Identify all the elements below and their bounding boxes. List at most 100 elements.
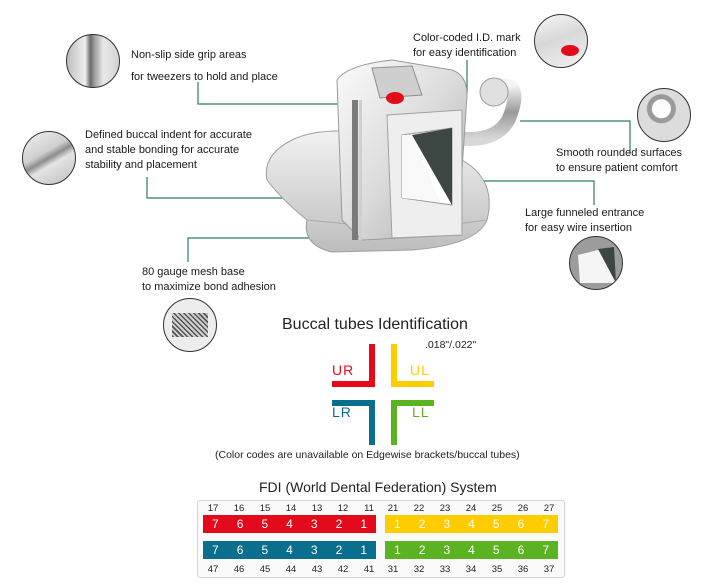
bar-number: 3 <box>443 543 451 557</box>
tooth-number: 33 <box>439 564 451 575</box>
quadrant-ll-mark <box>391 400 434 445</box>
bar-number: 4 <box>468 517 475 531</box>
callout-indent-line2: and stable bonding for accurate <box>85 144 240 156</box>
bar-number: 2 <box>335 543 343 557</box>
tooth-number: 27 <box>543 503 555 514</box>
tooth-number: 47 <box>207 564 219 575</box>
tooth-number: 36 <box>517 564 529 575</box>
callout-funnel-line2: for easy wire insertion <box>525 222 632 234</box>
tooth-number: 14 <box>285 503 297 514</box>
tooth-number: 35 <box>491 564 503 575</box>
bar-number: 2 <box>418 543 426 557</box>
callout-idmark-line1: Color-coded I.D. mark <box>413 32 521 44</box>
funnel-detail-thumbnail <box>569 236 623 290</box>
tooth-number: 16 <box>233 503 245 514</box>
bar-number: 6 <box>236 543 244 557</box>
tooth-number: 23 <box>439 503 451 514</box>
bar-number: 5 <box>492 517 500 531</box>
tooth-number: 42 <box>337 564 349 575</box>
idmark-detail-thumbnail <box>534 14 588 68</box>
quadrant-ul-mark <box>391 344 434 387</box>
bar-number: 4 <box>286 543 293 557</box>
quadrant-lr-mark <box>332 400 375 445</box>
fdi-upper-right-teeth: 17 16 15 14 13 12 11 <box>200 503 382 514</box>
bar-number: 3 <box>443 517 451 531</box>
buccal-tube-bracket-image <box>265 59 522 253</box>
fdi-title: FDI (World Dental Federation) System <box>259 479 497 495</box>
fdi-upper-left-bar: 1 2 3 4 5 6 7 <box>385 515 558 533</box>
callout-rounded: Smooth rounded surfaces to ensure patien… <box>556 146 682 176</box>
callout-mesh: 80 gauge mesh base to maximize bond adhe… <box>142 265 276 295</box>
callout-rounded-line2: to ensure patient comfort <box>556 162 678 174</box>
id-mark-icon <box>561 45 579 56</box>
tooth-number: 31 <box>387 564 399 575</box>
tooth-number: 25 <box>491 503 503 514</box>
bar-number: 5 <box>492 543 500 557</box>
mesh-detail-thumbnail <box>163 298 217 352</box>
tooth-number: 46 <box>233 564 245 575</box>
bar-number: 1 <box>394 517 401 531</box>
id-mark-dot <box>386 92 404 104</box>
leader-grip <box>197 82 360 105</box>
wire-size-label: .018"/.022" <box>425 339 477 351</box>
funnel-icon <box>578 247 616 283</box>
bar-number: 1 <box>360 517 368 531</box>
fdi-lower-left-teeth: 31 32 33 34 35 36 37 <box>380 564 562 575</box>
leader-mesh <box>187 237 340 262</box>
callout-indent-line1: Defined buccal indent for accurate <box>85 129 252 141</box>
bar-number: 3 <box>310 517 318 531</box>
tooth-number: 45 <box>259 564 271 575</box>
quadrant-lr-label: LR <box>332 404 352 420</box>
quadrant-ur-mark <box>332 344 375 387</box>
color-code-note: (Color codes are unavailable on Edgewise… <box>215 449 520 461</box>
bar-number: 6 <box>236 517 244 531</box>
callout-indent: Defined buccal indent for accurate and s… <box>85 128 252 173</box>
indent-detail-thumbnail <box>22 131 76 185</box>
callout-mesh-line2: to maximize bond adhesion <box>142 281 276 293</box>
bar-number: 4 <box>468 543 475 557</box>
bar-number: 5 <box>261 543 269 557</box>
tooth-number: 21 <box>387 503 399 514</box>
tooth-number: 12 <box>337 503 349 514</box>
tooth-number: 15 <box>259 503 271 514</box>
bar-number: 7 <box>212 543 219 557</box>
callout-mesh-line1: 80 gauge mesh base <box>142 266 245 278</box>
quadrant-cross <box>332 344 434 445</box>
quadrant-ur-label: UR <box>332 362 355 378</box>
tooth-number: 34 <box>465 564 477 575</box>
bar-number: 1 <box>394 543 401 557</box>
bar-number: 2 <box>418 517 426 531</box>
fdi-lower-right-bar: 7 6 5 4 3 2 1 <box>203 541 376 559</box>
bar-number: 7 <box>212 517 219 531</box>
callout-grip-line1: Non-slip side grip areas <box>131 49 247 61</box>
callout-rounded-line1: Smooth rounded surfaces <box>556 147 682 159</box>
fdi-upper-left-teeth: 21 22 23 24 25 26 27 <box>380 503 562 514</box>
tooth-number: 11 <box>364 503 374 514</box>
fdi-lower-left-bar: 1 2 3 4 5 6 7 <box>385 541 558 559</box>
fdi-upper-right-bar: 7 6 5 4 3 2 1 <box>203 515 376 533</box>
tooth-number: 26 <box>517 503 529 514</box>
callout-idmark: Color-coded I.D. mark for easy identific… <box>413 31 521 61</box>
tooth-number: 22 <box>413 503 425 514</box>
bar-number: 4 <box>286 517 293 531</box>
tooth-number: 37 <box>543 564 555 575</box>
tooth-number: 43 <box>311 564 323 575</box>
grip-detail-thumbnail <box>66 34 120 88</box>
callout-grip-line2: for tweezers to hold and place <box>131 71 278 83</box>
identification-title: Buccal tubes Identification <box>282 316 468 333</box>
mesh-pattern <box>172 313 208 337</box>
tooth-number: 13 <box>311 503 323 514</box>
bar-number: 5 <box>261 517 269 531</box>
bar-number: 3 <box>310 543 318 557</box>
leader-indent <box>146 177 312 199</box>
bar-number: 2 <box>335 517 343 531</box>
rounded-detail-thumbnail <box>637 88 691 142</box>
bar-number: 6 <box>517 517 525 531</box>
bar-number: 7 <box>542 517 550 531</box>
fdi-lower-right-teeth: 47 46 45 44 43 42 41 <box>200 564 382 575</box>
tooth-number: 32 <box>413 564 425 575</box>
callout-grip: Non-slip side grip areas for tweezers to… <box>131 44 278 88</box>
tooth-number: 24 <box>465 503 477 514</box>
leader-rounded <box>520 120 631 154</box>
